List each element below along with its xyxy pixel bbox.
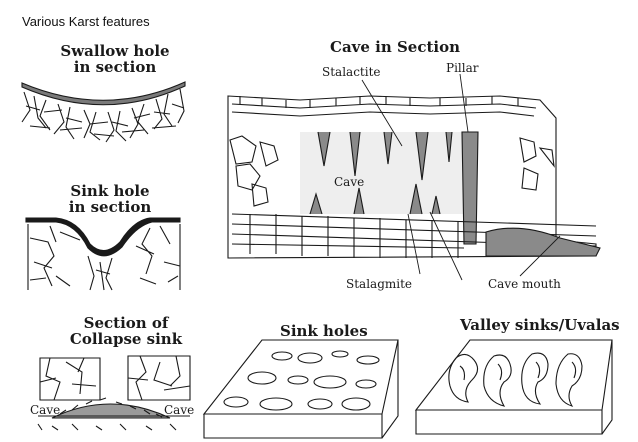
sink-hole-section-line1: Sink hole <box>70 182 150 200</box>
sink-hole-section-drawing <box>25 217 181 291</box>
swallow-hole-line2: in section <box>73 57 157 76</box>
collapse-cave-right-label: Cave <box>164 403 195 417</box>
collapse-sink-label: Section of Collapse sink <box>56 314 196 348</box>
cave-mouth-label: Cave mouth <box>488 277 561 291</box>
collapse-sink-drawing <box>37 355 191 431</box>
sink-hole-section-line2: in section <box>68 197 152 216</box>
sink-hole-section-label: Sink hole in section <box>50 182 170 216</box>
swallow-hole-label: Swallow hole in section <box>50 42 180 76</box>
swallow-hole-drawing <box>21 81 186 143</box>
cave-section-heading: Cave in Section <box>330 38 461 56</box>
pillar-label: Pillar <box>446 61 479 75</box>
sink-holes-heading: Sink holes <box>280 322 368 340</box>
swallow-hole-line1: Swallow hole <box>60 42 170 60</box>
stalactite-label: Stalactite <box>322 65 381 79</box>
valley-sinks-block-drawing <box>414 339 613 435</box>
sink-holes-block-drawing <box>202 339 399 439</box>
stalagmite-label: Stalagmite <box>346 277 413 291</box>
cave-section-drawing <box>227 73 601 281</box>
figure-title: Various Karst features <box>22 14 150 29</box>
cave-label: Cave <box>334 175 365 189</box>
valley-sinks-heading: Valley sinks/Uvalas <box>460 316 620 334</box>
collapse-cave-left-label: Cave <box>30 403 61 417</box>
collapse-sink-line1: Section of <box>83 314 169 332</box>
collapse-sink-line2: Collapse sink <box>69 329 183 348</box>
